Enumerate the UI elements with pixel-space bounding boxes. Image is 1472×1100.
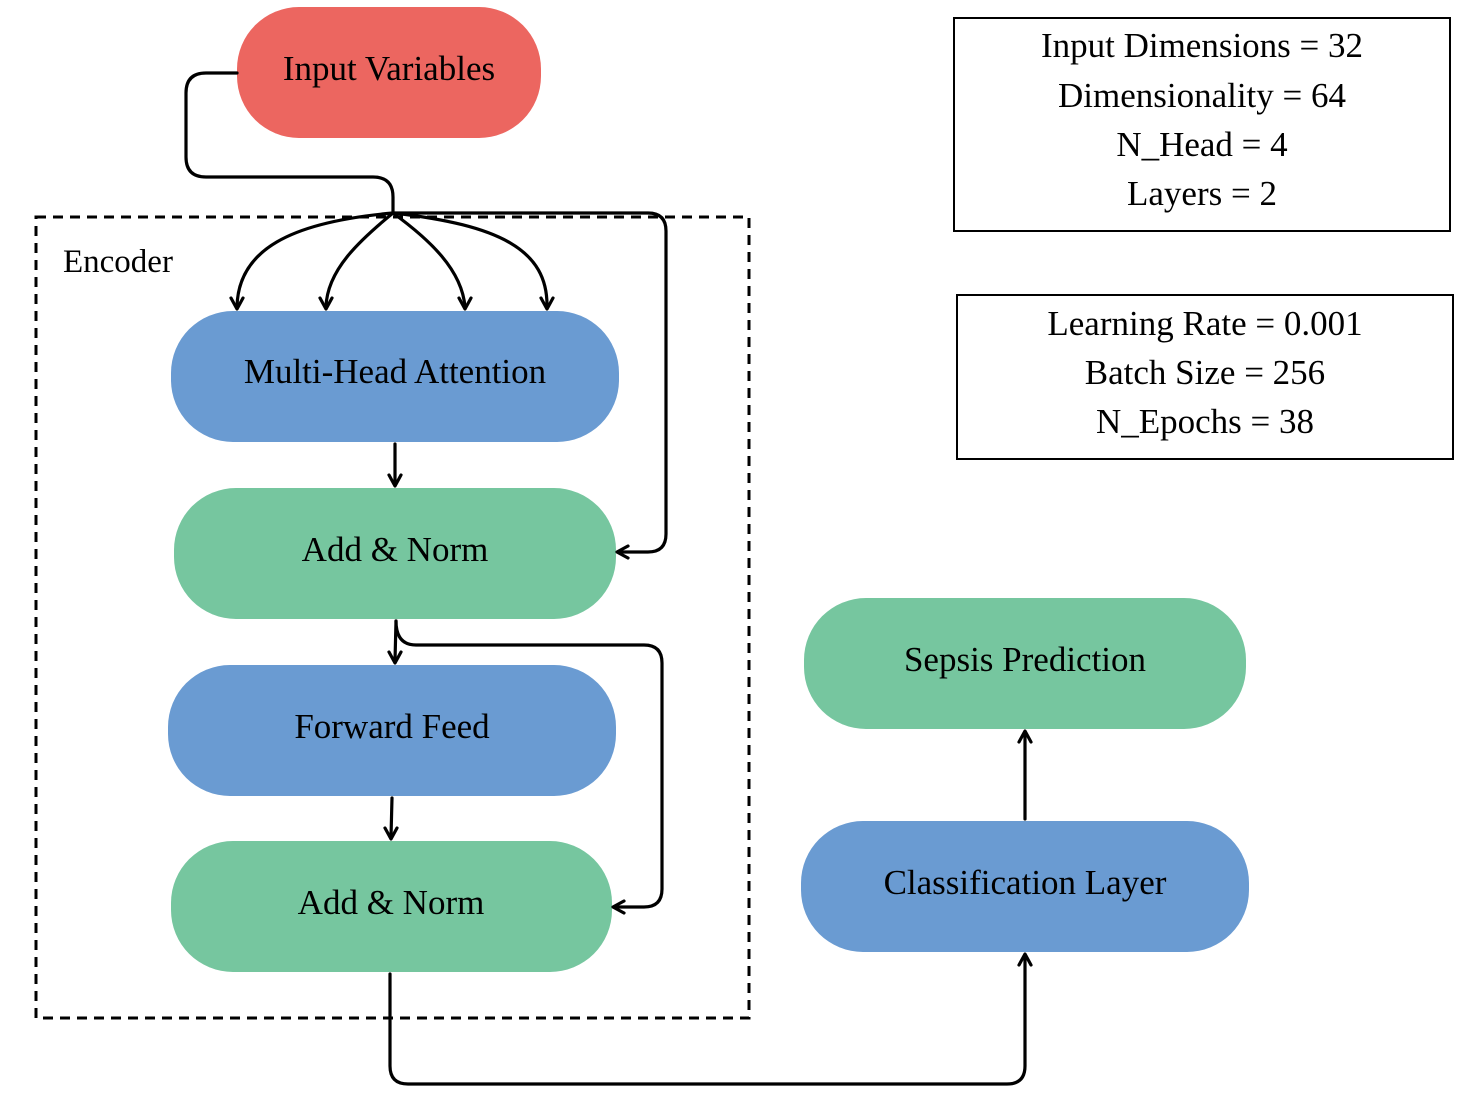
svg-text:Sepsis Prediction: Sepsis Prediction	[904, 640, 1146, 679]
encoder-container	[34, 215, 751, 1020]
edge-fan-1	[235, 211, 395, 309]
edge-encoder-to-classification	[388, 954, 1027, 1086]
edge-residual-2	[394, 619, 664, 909]
svg-text:Add & Norm: Add & Norm	[302, 530, 489, 569]
edge-fan-3	[391, 211, 467, 309]
svg-text:Classification Layer: Classification Layer	[884, 863, 1167, 902]
svg-text:Multi-Head Attention: Multi-Head Attention	[244, 352, 546, 391]
classification-layer-node: Classification Layer	[801, 821, 1249, 952]
edge-ff-to-addnorm2	[389, 796, 394, 839]
param-n-head: N_Head = 4	[1116, 125, 1287, 164]
svg-text:Forward Feed: Forward Feed	[294, 707, 490, 746]
forward-feed-node: Forward Feed	[168, 665, 616, 796]
param-input-dimensions: Input Dimensions = 32	[1041, 26, 1363, 65]
param-layers: Layers = 2	[1127, 174, 1277, 213]
training-parameters-box: Learning Rate = 0.001 Batch Size = 256 N…	[956, 294, 1454, 460]
edge-input-to-encoder	[184, 71, 395, 215]
add-norm-node-1: Add & Norm	[174, 488, 616, 619]
param-dimensionality: Dimensionality = 64	[1058, 76, 1346, 115]
svg-text:Add & Norm: Add & Norm	[298, 883, 485, 922]
encoder-label: Encoder	[63, 244, 173, 280]
input-variables-node: Input Variables	[237, 7, 541, 138]
param-learning-rate: Learning Rate = 0.001	[1047, 304, 1362, 343]
edge-residual-1	[391, 211, 668, 554]
svg-text:Input Variables: Input Variables	[283, 49, 495, 88]
sepsis-prediction-node: Sepsis Prediction	[804, 598, 1246, 729]
model-parameters-box: Input Dimensions = 32 Dimensionality = 6…	[953, 17, 1451, 232]
param-batch-size: Batch Size = 256	[1085, 353, 1325, 392]
param-n-epochs: N_Epochs = 38	[1096, 402, 1314, 441]
edge-fan-4	[391, 211, 549, 309]
multi-head-attention-node: Multi-Head Attention	[171, 311, 619, 442]
edge-fan-2	[324, 211, 395, 309]
add-norm-node-2: Add & Norm	[171, 841, 612, 972]
